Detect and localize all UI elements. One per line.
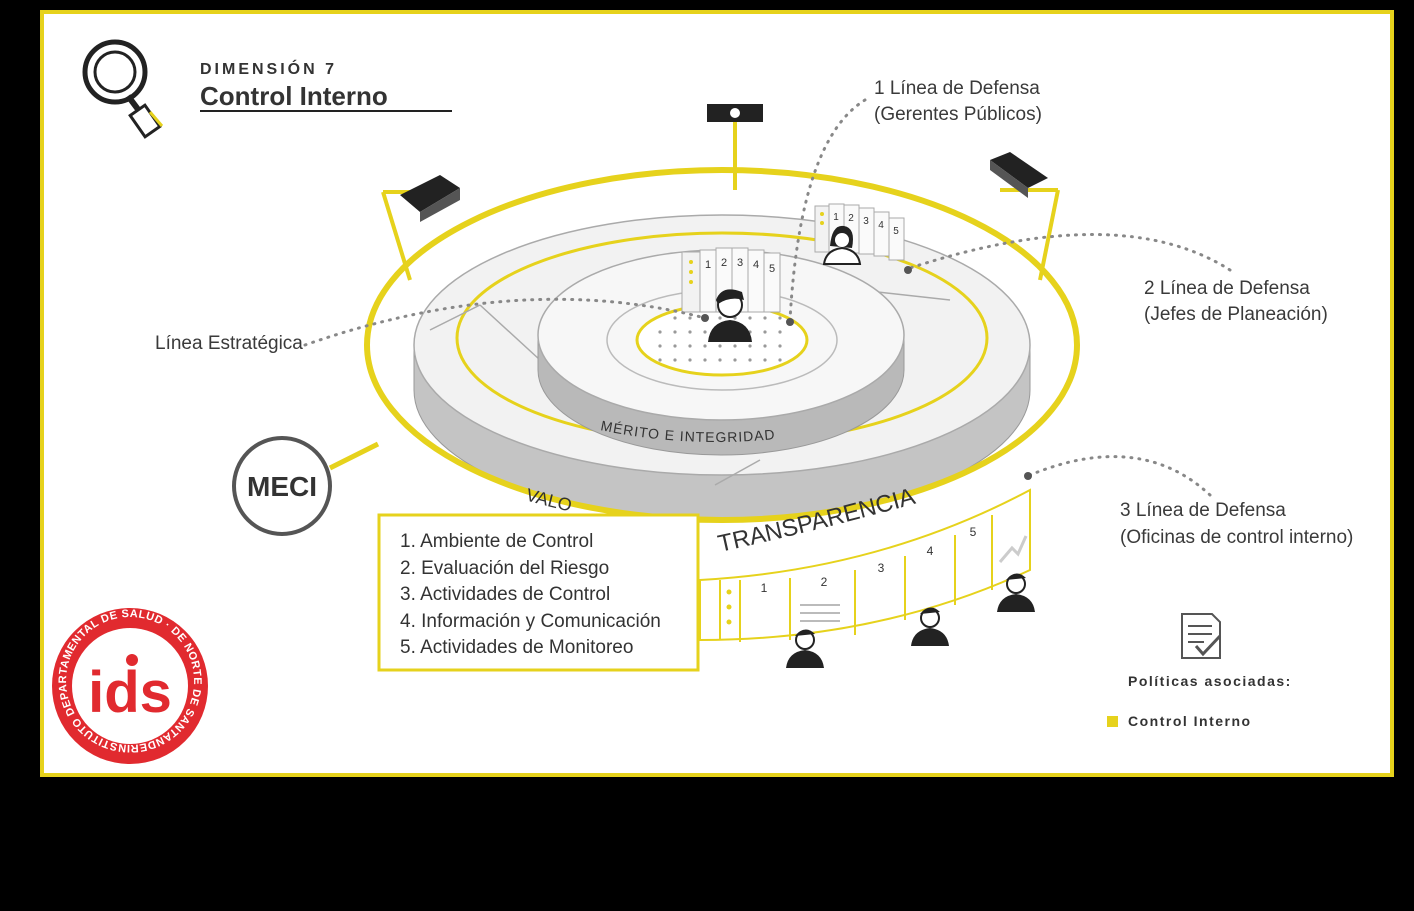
politicas-heading: Políticas asociadas: [1128, 673, 1292, 689]
grid-dot [763, 358, 767, 362]
politicas-legend-swatch [1107, 716, 1118, 727]
document-check-icon [1181, 613, 1222, 659]
page-title: Control Interno [200, 81, 388, 111]
grid-dot [748, 358, 752, 362]
component-5: 5. Actividades de Monitoreo [400, 637, 633, 658]
grid-dot [688, 330, 692, 334]
grid-dot [658, 344, 662, 348]
component-3: 3. Actividades de Control [400, 584, 610, 605]
grid-dot [748, 344, 752, 348]
grid-dot [688, 344, 692, 348]
dimension-label: DIMENSIÓN 7 [200, 59, 337, 78]
inner-panel-3: 3 [737, 257, 743, 269]
grid-dot [733, 344, 737, 348]
svg-text:4: 4 [878, 220, 884, 231]
linea1-subtitle: (Gerentes Públicos) [874, 104, 1042, 125]
grid-dot [673, 358, 677, 362]
grid-dot [673, 316, 677, 320]
grid-dot [718, 316, 722, 320]
magnifier-icon [82, 39, 164, 139]
inner-panel-strip: 1 2 3 4 5 [681, 247, 781, 313]
grid-dot [688, 358, 692, 362]
inner-panel-1: 1 [705, 259, 711, 271]
grid-dot [703, 330, 707, 334]
speaker-right-icon [990, 152, 1060, 281]
base-panel-5: 5 [970, 525, 977, 539]
grid-dot [718, 344, 722, 348]
grid-dot [718, 358, 722, 362]
grid-dot [778, 344, 782, 348]
politicas-item: Control Interno [1128, 713, 1252, 729]
grid-dot [763, 344, 767, 348]
grid-dot [658, 358, 662, 362]
inner-panel-4: 4 [753, 259, 759, 271]
svg-text:1: 1 [833, 212, 839, 223]
person-base-3-icon [997, 573, 1035, 612]
inner-panel-2: 2 [721, 257, 727, 269]
grid-dot [763, 316, 767, 320]
base-panel-2: 2 [821, 575, 828, 589]
base-panel-3: 3 [878, 561, 885, 575]
grid-dot [673, 344, 677, 348]
ids-logo: INSTITUTO DEPARTAMENTAL DE SALUD · DE NO… [48, 604, 212, 768]
person-woman-icon [822, 225, 862, 265]
grid-dot [703, 344, 707, 348]
grid-dot [658, 330, 662, 334]
component-4: 4. Información y Comunicación [400, 611, 661, 632]
linea3-title: 3 Línea de Defensa [1120, 500, 1286, 521]
linea2-subtitle: (Jefes de Planeación) [1144, 304, 1328, 325]
base-panel-4: 4 [927, 544, 934, 558]
linea-estrategica-label: Línea Estratégica [155, 333, 303, 354]
grid-dot [778, 316, 782, 320]
svg-text:3: 3 [863, 216, 869, 227]
meci-label: MECI [247, 471, 317, 502]
meci-badge: MECI [232, 436, 380, 536]
inner-panel-5: 5 [769, 263, 775, 275]
person-base-2-icon [911, 607, 949, 646]
linea1-title: 1 Línea de Defensa [874, 78, 1040, 99]
speaker-left-icon [381, 175, 460, 281]
grid-dot [733, 358, 737, 362]
logo-initials: ids [88, 660, 172, 725]
grid-dot [688, 316, 692, 320]
grid-dot [748, 316, 752, 320]
svg-text:5: 5 [893, 226, 899, 237]
grid-dot [673, 330, 677, 334]
grid-dot [703, 358, 707, 362]
camera-icon [707, 104, 763, 190]
svg-text:2: 2 [848, 213, 854, 224]
base-panel-1: 1 [761, 581, 768, 595]
person-center-icon [708, 289, 752, 342]
linea2-title: 2 Línea de Defensa [1144, 278, 1310, 299]
grid-dot [763, 330, 767, 334]
linea3-subtitle: (Oficinas de control interno) [1120, 527, 1353, 548]
grid-dot [778, 330, 782, 334]
leader-lines [303, 98, 1232, 497]
components-box: 1. Ambiente de Control 2. Evaluación del… [377, 513, 700, 672]
component-1: 1. Ambiente de Control [400, 531, 593, 552]
line1-panel-strip: 1 2 3 4 5 [814, 203, 905, 261]
grid-dot [778, 358, 782, 362]
component-2: 2. Evaluación del Riesgo [400, 558, 609, 579]
person-base-1-icon [786, 629, 824, 668]
